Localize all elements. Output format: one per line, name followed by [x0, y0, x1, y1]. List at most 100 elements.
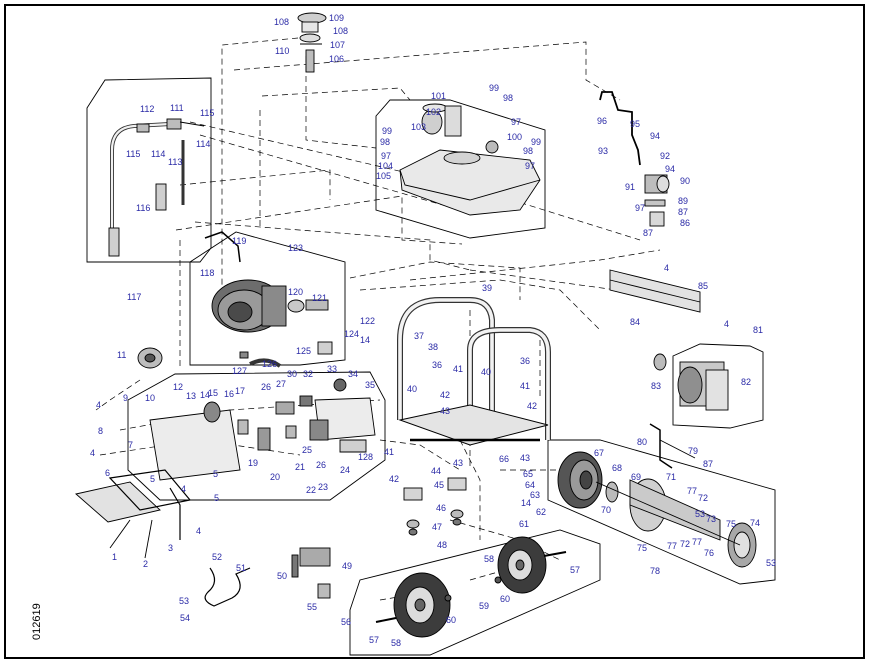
part-label-5: 5 [214, 493, 219, 503]
part-label-117: 117 [127, 292, 141, 302]
wheel-kit [375, 536, 567, 638]
part-label-34: 34 [348, 369, 358, 379]
part-label-43: 43 [440, 406, 450, 416]
part-label-86: 86 [680, 218, 690, 228]
part-label-62: 62 [536, 507, 546, 517]
part-label-2: 2 [143, 559, 148, 569]
part-label-36: 36 [432, 360, 442, 370]
part-label-9: 9 [123, 393, 128, 403]
part-label-41: 41 [384, 447, 394, 457]
part-label-108: 108 [333, 26, 348, 36]
part-label-95: 95 [630, 119, 640, 129]
part-label-122: 122 [360, 316, 375, 326]
part-label-106: 106 [329, 54, 344, 64]
wheel-kit-box [349, 529, 601, 656]
frame-tube [397, 297, 551, 446]
part-label-42: 42 [389, 474, 399, 484]
part-label-43: 43 [520, 453, 530, 463]
fuel-valve-parts [599, 91, 670, 227]
part-label-90: 90 [680, 176, 690, 186]
part-label-79: 79 [688, 446, 698, 456]
part-label-16: 16 [224, 389, 234, 399]
part-label-30: 30 [287, 369, 297, 379]
part-label-5: 5 [150, 474, 155, 484]
part-label-97: 97 [525, 161, 535, 171]
part-label-120: 120 [288, 287, 303, 297]
part-label-4: 4 [90, 448, 95, 458]
part-label-97: 97 [511, 117, 521, 127]
part-label-72: 72 [698, 493, 708, 503]
part-label-43: 43 [453, 458, 463, 468]
part-label-108: 108 [274, 17, 289, 27]
part-label-114: 114 [151, 149, 165, 159]
part-label-8: 8 [98, 426, 103, 436]
part-label-35: 35 [365, 380, 375, 390]
part-label-127: 127 [232, 366, 247, 376]
part-label-53: 53 [766, 558, 776, 568]
part-label-17: 17 [235, 386, 245, 396]
part-label-55: 55 [307, 602, 317, 612]
part-label-101: 101 [431, 91, 446, 101]
part-label-48: 48 [437, 540, 447, 550]
part-label-14: 14 [521, 498, 531, 508]
part-label-74: 74 [750, 518, 760, 528]
part-label-111: 111 [170, 103, 184, 113]
part-label-97: 97 [381, 151, 391, 161]
fuel-tank-box [375, 99, 546, 239]
part-label-63: 63 [530, 490, 540, 500]
part-label-45: 45 [434, 480, 444, 490]
part-label-75: 75 [637, 543, 647, 553]
part-label-94: 94 [665, 164, 675, 174]
part-label-41: 41 [520, 381, 530, 391]
part-label-39: 39 [482, 283, 492, 293]
part-label-102: 102 [426, 107, 441, 117]
part-label-1: 1 [112, 552, 117, 562]
part-label-109: 109 [329, 13, 344, 23]
part-label-58: 58 [484, 554, 494, 564]
control-panel [149, 378, 376, 481]
panel-frame-parts [75, 469, 192, 559]
part-label-44: 44 [431, 466, 441, 476]
part-label-7: 7 [128, 440, 133, 450]
alternator [204, 231, 329, 333]
part-label-87: 87 [703, 459, 713, 469]
part-label-115: 115 [126, 149, 140, 159]
part-label-69: 69 [631, 472, 641, 482]
part-label-59: 59 [479, 601, 489, 611]
part-label-84: 84 [630, 317, 640, 327]
part-label-91: 91 [625, 182, 635, 192]
part-label-14: 14 [200, 390, 210, 400]
part-label-32: 32 [303, 369, 313, 379]
part-label-93: 93 [598, 146, 608, 156]
part-label-23: 23 [318, 482, 328, 492]
part-label-61: 61 [519, 519, 529, 529]
engine-drive-box [547, 439, 776, 585]
part-label-66: 66 [499, 454, 509, 464]
part-label-64: 64 [525, 480, 535, 490]
part-label-38: 38 [428, 342, 438, 352]
part-label-40: 40 [481, 367, 491, 377]
part-label-68: 68 [612, 463, 622, 473]
part-label-99: 99 [489, 83, 499, 93]
part-label-85: 85 [698, 281, 708, 291]
part-label-4: 4 [196, 526, 201, 536]
part-label-110: 110 [275, 46, 289, 56]
part-label-96: 96 [597, 116, 607, 126]
part-label-103: 103 [411, 122, 426, 132]
part-label-92: 92 [660, 151, 670, 161]
part-label-11: 11 [117, 350, 126, 360]
mount-parts [403, 477, 467, 536]
part-label-4: 4 [96, 400, 101, 410]
part-label-94: 94 [650, 131, 660, 141]
support-bracket [649, 423, 696, 469]
part-label-36: 36 [520, 356, 530, 366]
part-label-60: 60 [500, 594, 510, 604]
part-label-15: 15 [208, 388, 218, 398]
motor-box [672, 343, 764, 429]
part-label-40: 40 [407, 384, 417, 394]
part-label-27: 27 [276, 379, 286, 389]
part-label-65: 65 [523, 469, 533, 479]
part-label-89: 89 [678, 196, 688, 206]
part-label-33: 33 [327, 364, 337, 374]
